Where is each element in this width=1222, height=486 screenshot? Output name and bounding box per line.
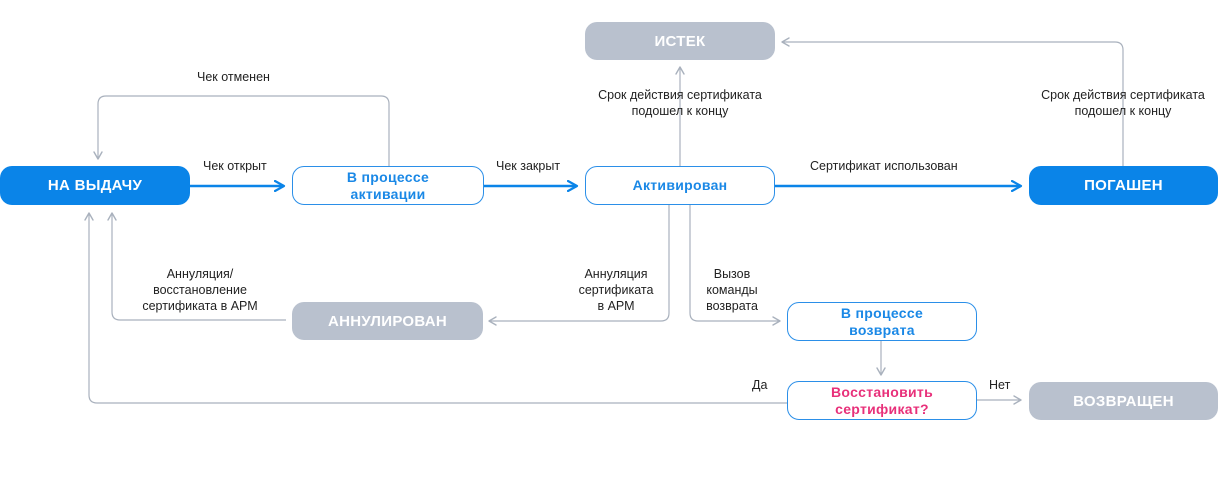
state-returned: ВОЗВРАЩЕН <box>1029 382 1218 420</box>
decision-restore-certificate: Восстановить сертификат? <box>787 381 977 420</box>
label-annul-restore-line3: сертификата в АРМ <box>142 299 258 313</box>
state-activated: Активирован <box>585 166 775 205</box>
arrow-check-cancelled <box>93 95 390 166</box>
decision-restore-line2: сертификат? <box>835 400 929 417</box>
state-annulled-label: АННУЛИРОВАН <box>327 312 448 330</box>
state-expired-label: ИСТЕК <box>654 32 706 50</box>
label-annul-line1: Аннуляция <box>584 267 648 281</box>
arrow-return-cmd <box>689 204 781 326</box>
state-redeemed: ПОГАШЕН <box>1029 166 1218 205</box>
arrow-annul-restore <box>107 212 286 321</box>
label-check-opened: Чек открыт <box>203 159 267 173</box>
state-activated-label: Активирован <box>632 177 728 193</box>
label-expiry-right-line1: Срок действия сертификата <box>1041 88 1205 102</box>
label-annul-restore-line1: Аннуляция/ <box>166 267 234 281</box>
label-return-cmd-line3: возврата <box>706 299 758 313</box>
state-na-vydachu: НА ВЫДАЧУ <box>0 166 190 205</box>
state-in-activation-line1: В процессе <box>346 168 430 185</box>
arrow-expiry-right <box>781 37 1124 166</box>
label-annul-restore: Аннуляция/ восстановление сертификата в … <box>120 266 280 314</box>
label-expiry-mid-line1: Срок действия сертификата <box>598 88 762 102</box>
label-annul: Аннуляция сертификата в АРМ <box>566 266 666 314</box>
state-in-return-line1: В процессе <box>840 304 924 321</box>
label-annul-restore-line2: восстановление <box>153 283 247 297</box>
state-annulled: АННУЛИРОВАН <box>292 302 483 340</box>
state-in-return-line2: возврата <box>849 321 915 338</box>
label-return-cmd: Вызов команды возврата <box>697 266 767 314</box>
state-expired: ИСТЕК <box>585 22 775 60</box>
label-return-cmd-line2: команды <box>706 283 758 297</box>
decision-restore-line1: Восстановить <box>831 383 933 400</box>
state-returned-label: ВОЗВРАЩЕН <box>1073 392 1174 410</box>
arrow-annul <box>488 204 670 326</box>
label-expiry-mid-line2: подошел к концу <box>631 104 729 118</box>
state-in-activation-line2: активации <box>350 185 426 202</box>
label-check-cancelled: Чек отменен <box>197 70 270 84</box>
label-expiry-mid: Срок действия сертификата подошел к конц… <box>584 87 776 119</box>
state-na-vydachu-label: НА ВЫДАЧУ <box>47 177 143 194</box>
label-annul-line2: сертификата <box>578 283 654 297</box>
label-expiry-right: Срок действия сертификата подошел к конц… <box>1027 87 1219 119</box>
label-expiry-right-line2: подошел к концу <box>1074 104 1172 118</box>
label-yes: Да <box>752 378 768 392</box>
label-annul-line3: в АРМ <box>597 299 635 313</box>
label-check-closed: Чек закрыт <box>496 159 561 173</box>
state-in-activation: В процессе активации <box>292 166 484 205</box>
arrow-yes <box>84 212 787 404</box>
state-redeemed-label: ПОГАШЕН <box>1084 177 1163 194</box>
label-no: Нет <box>989 378 1011 392</box>
state-in-return: В процессе возврата <box>787 302 977 341</box>
label-cert-used: Сертификат использован <box>810 159 958 173</box>
label-return-cmd-line1: Вызов <box>713 267 751 281</box>
